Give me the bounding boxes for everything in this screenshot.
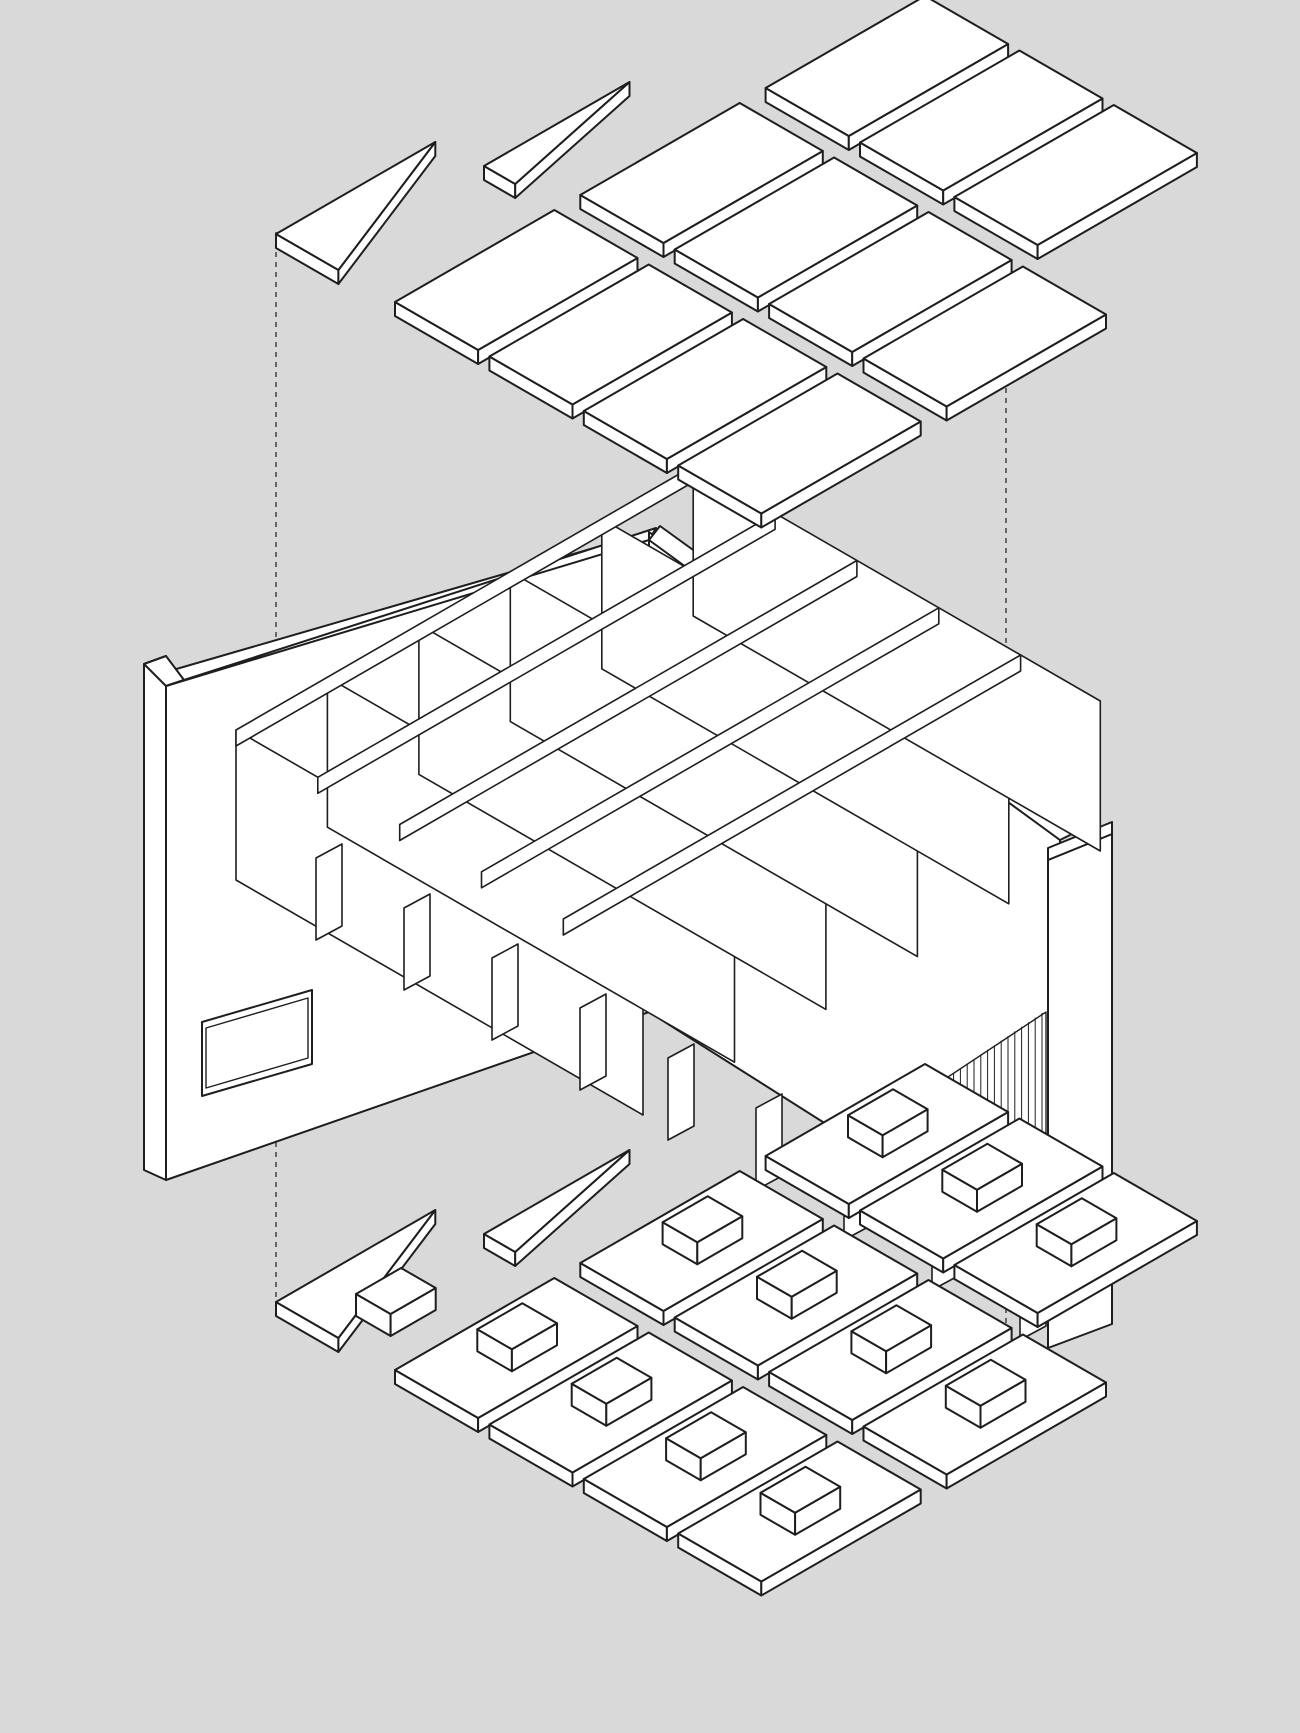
coffer-beam-top [480,606,940,889]
floor-panel [579,1170,824,1326]
ceiling-panel [859,49,1104,206]
floor-panel [673,1224,919,1381]
ceiling-panel-top [859,49,1104,192]
floor-panel [953,1172,1198,1328]
floor-panel [394,1277,639,1433]
floor-block [756,1249,838,1320]
floor-block-top [476,1302,558,1351]
floor-block [355,1267,437,1337]
ceiling-panel-triangle-top [483,81,631,185]
ceiling-panel-triangle [483,81,631,199]
floor-block-top [850,1304,933,1353]
floor-block [941,1142,1023,1213]
floor-block-top [355,1267,437,1315]
ceiling-panel-top [768,211,1013,353]
coffer-fin-face [579,993,607,1091]
coffer-beam-top [562,654,1022,936]
floor-block-top [759,1465,842,1514]
floor-block-top [944,1358,1027,1407]
ceiling-panel-triangle [275,141,437,285]
floor-block [759,1465,842,1536]
ceiling-panel-top [579,102,824,244]
floor-panel-triangle-top [483,1149,631,1253]
floor-block [850,1304,933,1375]
floor-panel [764,1063,1010,1219]
ceiling-panel [764,0,1010,151]
coffer-beam [562,654,1022,936]
floor-panel [768,1279,1013,1435]
floor-block [661,1195,744,1266]
floor-block-top [941,1142,1023,1191]
floor-panel-triangle-top [275,1209,437,1339]
floor-panel-triangle [275,1209,437,1353]
floor-panels [275,1063,1198,1597]
ceiling-panel-top [488,263,733,406]
floor-block-top [756,1249,838,1298]
ceiling-panel [394,209,639,365]
coffer-fin-face [491,943,519,1041]
floor-panel [582,1386,828,1542]
coffer-fin-face [315,843,343,941]
floor-block [476,1302,558,1373]
ceiling-panel-top [953,104,1198,246]
floor-block-top [1035,1197,1118,1246]
floor-panel [859,1117,1104,1274]
coffer-fin [491,943,519,1041]
coffer-beam [480,606,940,889]
floor-panel-triangle [483,1149,631,1267]
coffer-beam [398,559,858,842]
ceiling-panel [953,104,1198,260]
ceiling-panel-triangle-top [275,141,437,271]
coffer-fin [667,1043,695,1141]
floor-block [1035,1197,1118,1268]
coffer-beam-top [316,512,776,795]
ceiling-panel-top [862,265,1107,408]
ceiling-panel-top [764,0,1010,137]
ceiling-panel-top [394,209,639,351]
ceiling-panel [677,372,922,529]
floor-panel [488,1331,733,1488]
coffer-fin-face [667,1043,695,1141]
floor-block-top [665,1411,747,1460]
coffer-fin-face [403,893,431,991]
ceiling-panel [582,318,828,474]
floor-panel [862,1333,1107,1490]
ceiling-panels [275,0,1198,529]
coffer-grid [235,465,1102,1341]
ceiling-panel [579,102,824,258]
ceiling-panel-top [677,372,922,515]
floor-block [665,1411,747,1482]
coffer-fin [579,993,607,1091]
floor-block [944,1358,1027,1429]
ceiling-panel-top [582,318,828,460]
coffer-fin [403,893,431,991]
floor-block [847,1088,929,1159]
floor-block-top [847,1088,929,1137]
floor-panel [677,1440,922,1597]
floor-block [570,1356,653,1427]
floor-block-top [570,1356,653,1405]
ceiling-panel-top [673,156,919,299]
ceiling-panel [862,265,1107,422]
left-wall-edge [143,655,167,1181]
coffer-fin [315,843,343,941]
coffer-beam [316,512,776,795]
coffer-beam-top [398,559,858,842]
window-glass [205,997,309,1089]
floor-block-top [661,1195,744,1244]
